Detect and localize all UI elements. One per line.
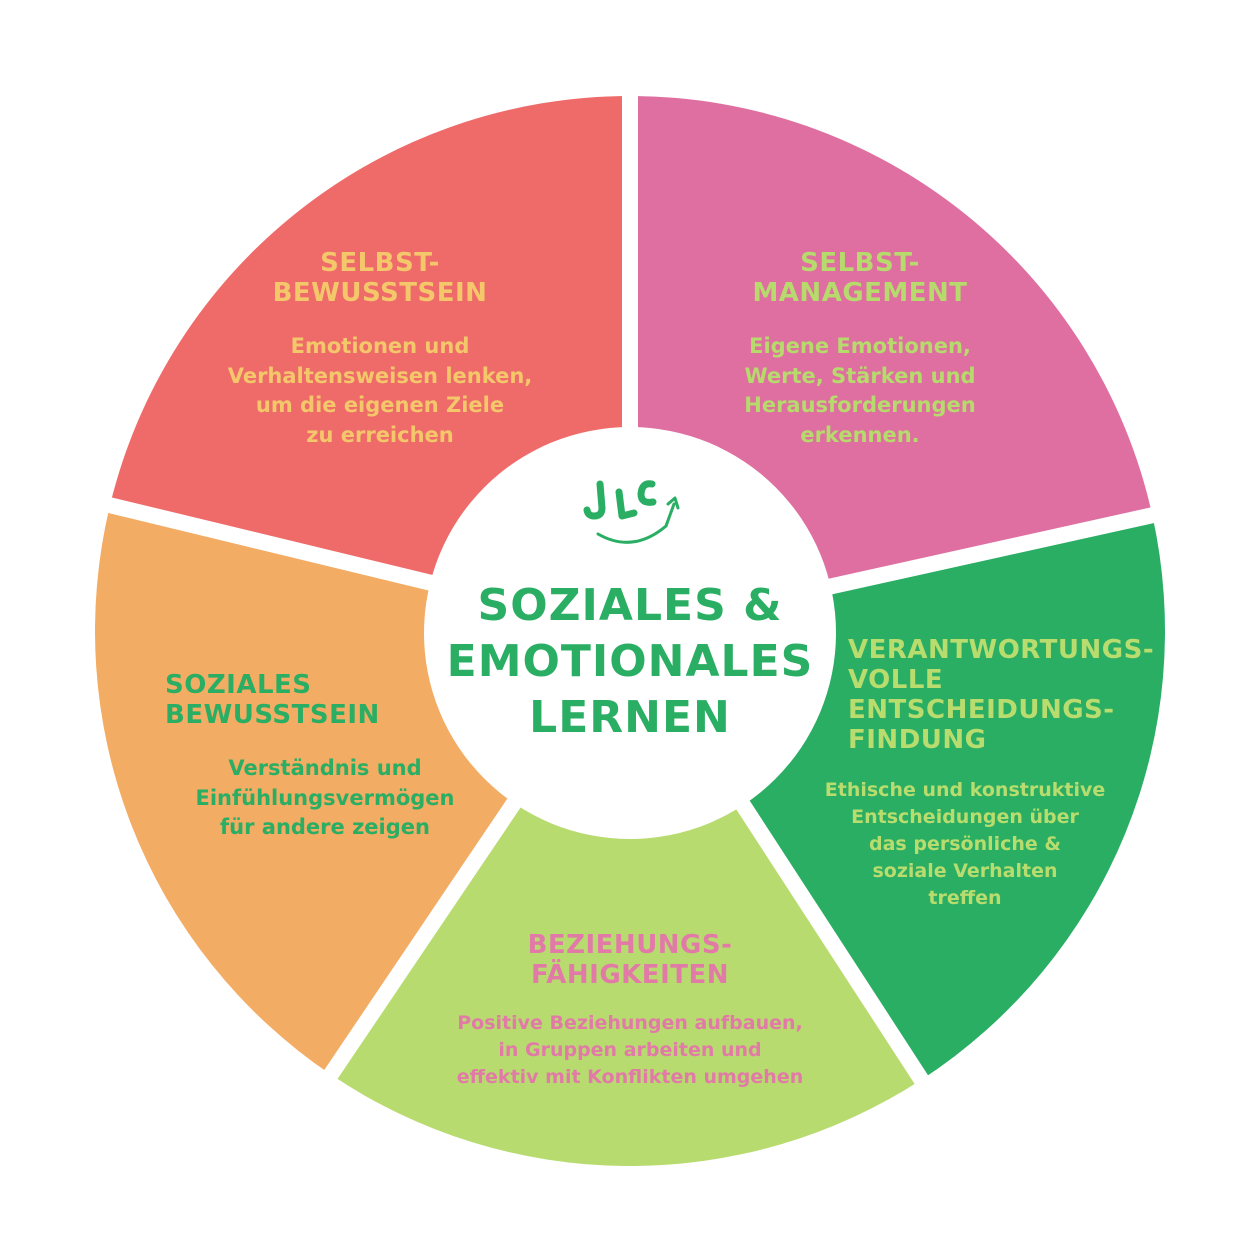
segment-description-line: Eigene Emotionen,	[749, 334, 971, 358]
segment-title-line: MANAGEMENT	[752, 278, 968, 308]
segment-description-line: Entscheidungen über	[851, 806, 1079, 828]
segment-description-line: in Gruppen arbeiten und	[498, 1039, 762, 1061]
segment-title: SELBST-BEWUSSTSEIN	[170, 248, 590, 308]
segment-description-line: Verständnis und	[228, 756, 422, 780]
segment-title-line: SOZIALES	[165, 670, 312, 700]
segment-title-line: BEZIEHUNGS-	[527, 930, 733, 960]
segment-description-line: treffen	[928, 887, 1002, 909]
segment-description-line: Herausforderungen	[744, 393, 976, 417]
segment-beziehungsfaehigkeiten	[330, 631, 922, 1166]
segment-title-line: BEWUSSTSEIN	[165, 700, 380, 730]
segment-title: SELBST-MANAGEMENT	[680, 248, 1040, 308]
segment-description-line: erkennen.	[800, 422, 920, 447]
segment-description-line: das persönliche &	[869, 833, 1061, 855]
segment-description-line: zu erreichen	[306, 422, 454, 447]
segment-description-line: effektiv mit Konflikten umgehen	[456, 1066, 804, 1088]
segment-title-line: BEWUSSTSEIN	[272, 278, 488, 308]
segment-title-line: SELBST-	[800, 248, 920, 278]
segment-description-line: Positive Beziehungen aufbauen,	[457, 1012, 803, 1034]
segment-title: BEZIEHUNGS-FÄHIGKEITEN	[400, 930, 860, 990]
segment-description-line: Ethische und konstruktive	[824, 779, 1106, 801]
segment-title-line: SELBST-	[320, 248, 440, 278]
center-title-line: EMOTIONALES	[446, 636, 814, 687]
segment-description-line: soziale Verhalten	[872, 860, 1058, 882]
segment-description-line: Einfühlungsvermögen	[195, 785, 455, 810]
segment-description: Positive Beziehungen aufbauen, in Gruppen…	[400, 1010, 860, 1091]
segment-title-line: ENTSCHEIDUNGS-	[848, 695, 1115, 725]
segment-description-line: Emotionen und	[290, 334, 470, 358]
segment-description-line: Werte, Stärken und	[744, 363, 976, 388]
segment-label-selbstmanagement: SELBST-MANAGEMENT Eigene Emotionen, Werte…	[680, 248, 1040, 450]
segment-description-line: Verhaltensweisen lenken,	[227, 363, 533, 388]
center-circle	[424, 427, 836, 839]
segment-title-line: VOLLE	[848, 665, 944, 695]
segment-title-line: VERANTWORTUNGS-	[848, 635, 1155, 665]
segment-description-line: für andere zeigen	[220, 815, 430, 839]
segment-description-line: um die eigenen Ziele	[255, 393, 505, 417]
jlc-logo-icon	[583, 480, 680, 544]
segment-label-beziehungsfaehigkeiten: BEZIEHUNGS-FÄHIGKEITEN Positive Beziehun…	[400, 930, 860, 1091]
segment-title-line: FINDUNG	[848, 725, 987, 755]
segment-title-line: FÄHIGKEITEN	[530, 960, 729, 990]
center-title-line: LERNEN	[529, 692, 731, 743]
center-title-line: SOZIALES &	[477, 580, 783, 631]
